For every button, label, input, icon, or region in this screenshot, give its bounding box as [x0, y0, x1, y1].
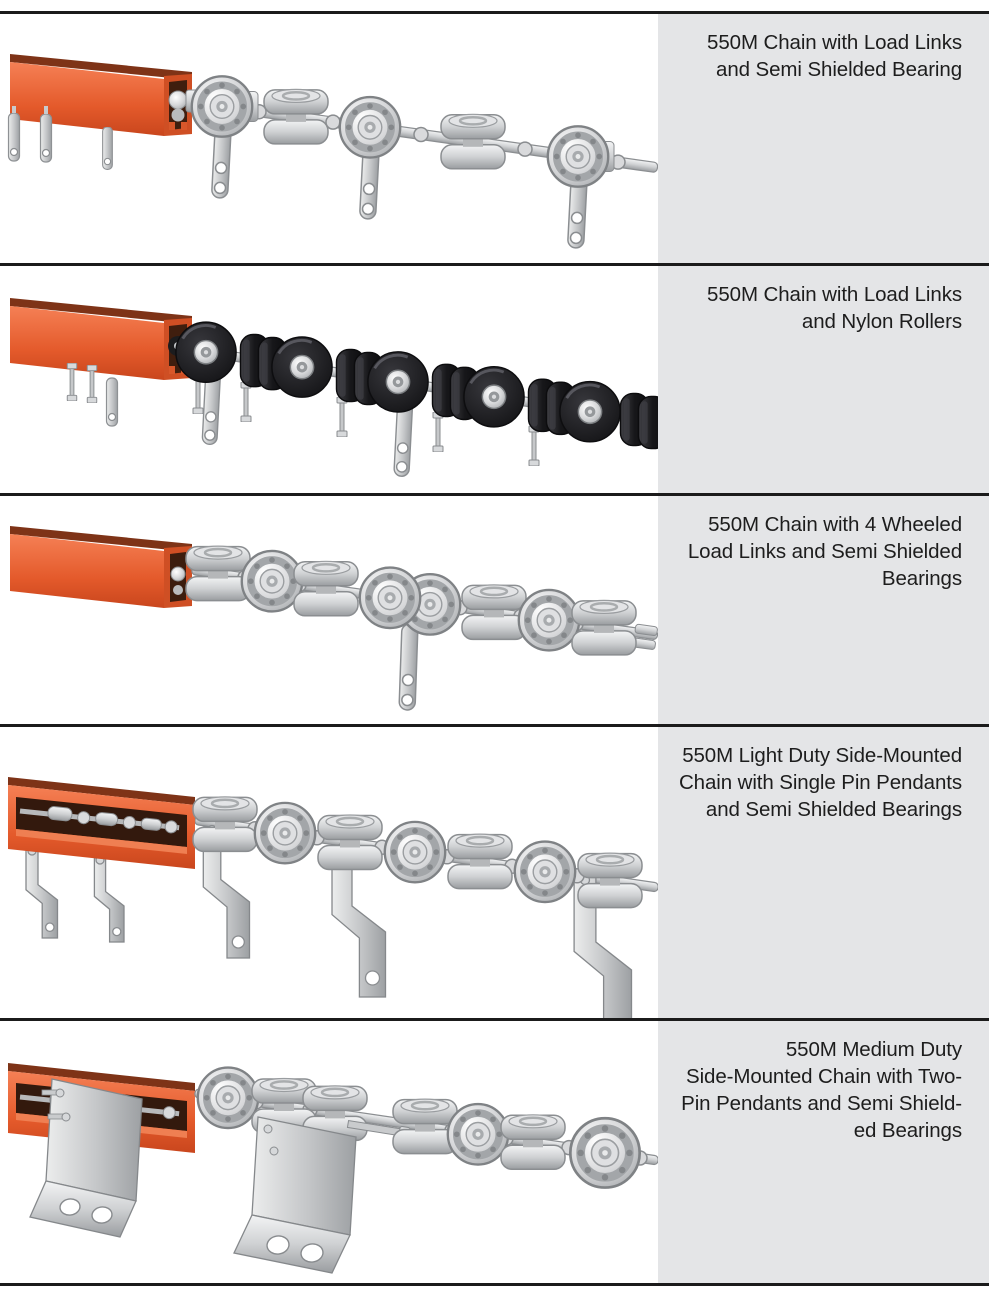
illustration-550m-single-pin-pendants — [8, 777, 658, 1018]
caption-panel: 550M Light Duty Side-Mounted Chain with … — [658, 727, 989, 1018]
illustration-550m-load-links-bearings — [7, 54, 658, 250]
pendant-plate-left — [29, 1078, 143, 1238]
bearing — [242, 551, 302, 611]
product-row: 550M Chain with Load Links and Nylon Rol… — [0, 266, 989, 493]
divider — [0, 11, 989, 14]
chain-assembly — [185, 76, 658, 250]
chain-assembly — [191, 795, 644, 909]
bearing — [519, 590, 579, 650]
product-title: 550M Chain with Load Links and Semi Shie… — [707, 31, 962, 81]
rail-hanger-tabs — [7, 106, 113, 171]
divider — [0, 1018, 989, 1021]
divider — [0, 493, 989, 496]
product-illustration — [0, 1021, 658, 1283]
product-title: 550M Chain with Load Links and Nylon Rol… — [707, 283, 962, 333]
bearing — [548, 126, 608, 186]
bearing — [515, 842, 575, 902]
product-row: 550M Light Duty Side-Mounted Chain with … — [0, 727, 989, 1018]
product-row: 550M Chain with Load Links and Semi Shie… — [0, 14, 989, 263]
track-rail — [8, 777, 195, 869]
divider — [0, 263, 989, 266]
chain-assembly — [184, 544, 658, 711]
product-title: 550M Medium Duty Side-Mounted Chain with… — [681, 1038, 962, 1142]
track-rail — [7, 54, 192, 171]
track-rail — [10, 526, 192, 608]
bearing — [192, 76, 252, 136]
illustration-550m-nylon-rollers — [10, 298, 658, 478]
caption-panel: 550M Chain with Load Links and Nylon Rol… — [658, 266, 989, 493]
divider — [0, 724, 989, 727]
divider — [0, 1283, 989, 1286]
illustration-550m-two-pin-pendants — [8, 1063, 658, 1274]
caption-panel: 550M Chain with Load Links and Semi Shie… — [658, 14, 989, 263]
caption-panel: 550M Medium Duty Side-Mounted Chain with… — [658, 1021, 989, 1283]
bearing — [360, 568, 420, 628]
bearing — [448, 1104, 508, 1164]
enclosed-chain — [19, 806, 180, 834]
caption-panel: 550M Chain with 4 Wheeled Load Links and… — [658, 496, 989, 724]
pendant-plate-center — [233, 1116, 411, 1274]
product-illustration — [0, 14, 658, 263]
illustration-550m-4-wheeled-load-links — [10, 526, 658, 711]
product-row: 550M Chain with 4 Wheeled Load Links and… — [0, 496, 989, 724]
product-title: 550M Chain with 4 Wheeled Load Links and… — [687, 513, 962, 590]
bearing — [340, 97, 400, 157]
product-illustration — [0, 727, 658, 1018]
bearing — [198, 1068, 258, 1128]
bearing — [385, 822, 445, 882]
track-rail — [10, 298, 192, 427]
bearing — [255, 803, 315, 863]
product-row: 550M Medium Duty Side-Mounted Chain with… — [0, 1021, 989, 1283]
nylon-rollers — [174, 320, 658, 450]
bearing — [570, 1118, 639, 1187]
product-title: 550M Light Duty Side-Mounted Chain with … — [678, 744, 962, 821]
chain-assembly — [174, 320, 658, 478]
product-illustration — [0, 496, 658, 724]
product-illustration — [0, 266, 658, 493]
